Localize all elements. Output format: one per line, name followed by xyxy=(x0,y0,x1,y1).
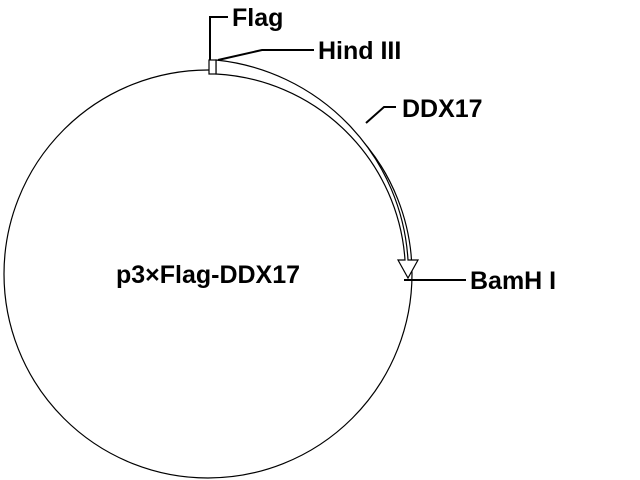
ddx17-label: DDX17 xyxy=(402,95,483,123)
plasmid-backbone xyxy=(3,69,413,479)
flag-label: Flag xyxy=(232,4,283,32)
ddx17-leader-line xyxy=(365,106,396,124)
hind3-label: Hind III xyxy=(318,37,401,65)
ddx17-insert-arrow xyxy=(215,59,420,280)
flag-tag-box xyxy=(208,59,217,75)
hind3-leader-line xyxy=(217,49,314,61)
plasmid-name-label: p3×Flag-DDX17 xyxy=(116,261,300,289)
flag-leader-line xyxy=(209,16,228,60)
bamh1-label: BamH I xyxy=(470,267,556,295)
